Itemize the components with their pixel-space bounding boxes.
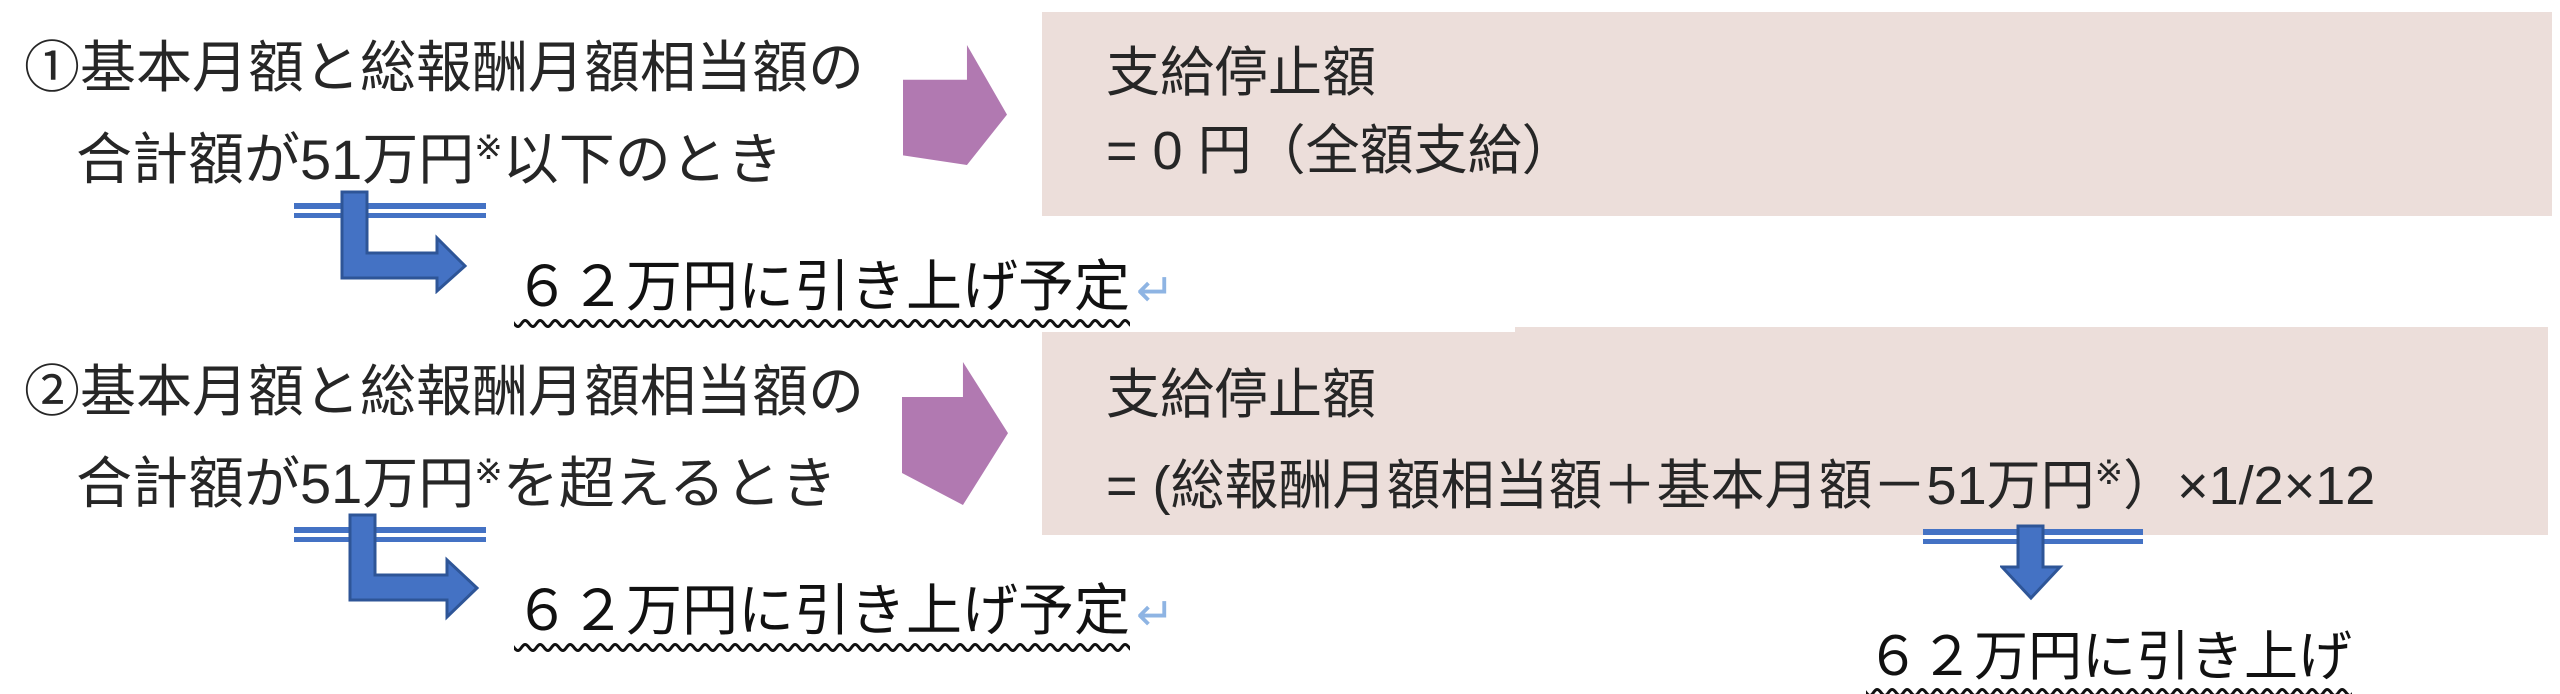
- annotation-3: ６２万円に引き上げ: [1866, 612, 2352, 691]
- note-mark: ※: [474, 129, 503, 167]
- arrow-right-icon: [903, 45, 1007, 165]
- threshold-amount-underlined: 51万円: [293, 120, 487, 218]
- result-box-2-top-step: [1515, 327, 2548, 335]
- result-1-title: 支給停止額: [1106, 43, 1376, 103]
- down-arrow-icon: [2000, 524, 2064, 601]
- condition-1-line2: 合計額が51万円※以下のとき: [76, 108, 864, 218]
- return-mark-icon: ↵: [1136, 588, 1175, 640]
- condition-1-text: ①基本月額と総報酬月額相当額の 合計額が51万円※以下のとき: [24, 28, 864, 218]
- condition-2-line1: ②基本月額と総報酬月額相当額の: [24, 360, 864, 423]
- annotation-1: ６２万円に引き上げ予定↵: [514, 242, 1175, 323]
- result-2-title: 支給停止額: [1106, 365, 1376, 425]
- annotation-1-text: ６２万円に引き上げ予定: [514, 255, 1130, 318]
- result-1-text: 支給停止額 = 0 円（全額支給）: [1106, 34, 1576, 190]
- annotation-2: ６２万円に引き上げ予定↵: [514, 566, 1175, 647]
- condition-1-line1: ①基本月額と総報酬月額相当額の: [24, 36, 864, 99]
- arrow-right-icon: [902, 362, 1008, 505]
- threshold-amount-underlined: 51万円: [293, 444, 487, 542]
- note-mark: ※: [474, 453, 503, 491]
- condition-2-line2: 合計額が51万円※を超えるとき: [76, 432, 864, 542]
- threshold-amount-underlined: 51万円: [1922, 447, 2143, 544]
- result-2-text: 支給停止額 = (総報酬月額相当額＋基本月額－51万円※）×1/2×12: [1106, 356, 2375, 544]
- return-mark-icon: ↵: [1136, 264, 1175, 316]
- condition-2-text: ②基本月額と総報酬月額相当額の 合計額が51万円※を超えるとき: [24, 352, 864, 542]
- result-box-2: [1042, 332, 2548, 535]
- note-mark: ※: [2094, 454, 2124, 492]
- annotation-3-text: ６２万円に引き上げ: [1866, 627, 2352, 687]
- result-2-formula: = (総報酬月額相当額＋基本月額－51万円※）×1/2×12: [1106, 434, 2375, 544]
- bent-arrow-icon: [340, 190, 468, 294]
- bent-arrow-icon: [348, 513, 480, 621]
- result-box-1: [1042, 12, 2552, 216]
- annotation-2-text: ６２万円に引き上げ予定: [514, 579, 1130, 642]
- result-1-formula: = 0 円（全額支給）: [1106, 121, 1576, 181]
